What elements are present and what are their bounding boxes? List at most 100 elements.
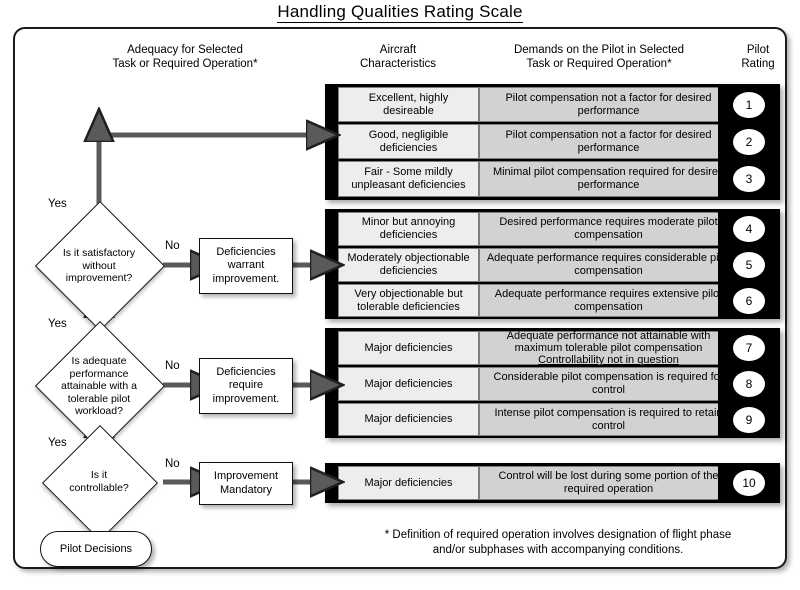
column-header-adequacy-line1: Adequacy for Selected	[127, 44, 243, 56]
pilot-rating-badge: 7	[733, 335, 765, 361]
column-header-demands: Demands on the Pilot in Selected Task or…	[468, 43, 730, 71]
pilot-demand-line1: Adequate performance not attainable with	[506, 330, 711, 342]
action-require-line2: require	[228, 379, 264, 392]
pilot-rating-badge: 9	[733, 406, 765, 433]
aircraft-characteristic: Very objectionable but tolerable deficie…	[338, 284, 479, 317]
pilot-demand: Adequate performance requires extensive …	[479, 284, 738, 317]
aircraft-characteristic: Good, negligible deficiencies	[338, 124, 479, 159]
action-require-line1: Deficiencies	[216, 365, 276, 378]
column-header-aircraft: Aircraft Characteristics	[333, 43, 463, 71]
label-no-3: No	[165, 458, 180, 470]
decision-adequate-line1: Is adequate	[71, 355, 127, 367]
decision-satisfactory-line3: improvement?	[65, 272, 133, 284]
action-mandatory-line1: Improvement	[213, 470, 279, 482]
decision-controllable-line1: Is it	[90, 469, 108, 481]
action-mandatory-line2: Mandatory	[220, 483, 272, 496]
action-deficiencies-require: Deficiencies require improvement.	[199, 358, 293, 414]
pilot-demand: Considerable pilot compensation is requi…	[479, 367, 738, 401]
pilot-rating-cell: 5	[718, 248, 780, 282]
column-header-adequacy-line2: Task or Required Operation*	[112, 58, 258, 70]
label-no-2: No	[165, 360, 180, 372]
column-header-demands-line1: Demands on the Pilot in Selected	[513, 44, 685, 56]
aircraft-characteristic: Excellent, highly desireable	[338, 87, 479, 122]
pilot-demand: Pilot compensation not a factor for desi…	[479, 87, 738, 122]
pilot-rating-badge: 8	[733, 371, 765, 397]
pilot-demand: Adequate performance not attainable with…	[479, 330, 738, 366]
pilot-demand: Adequate performance requires considerab…	[479, 248, 738, 282]
table-row: Excellent, highly desireable Pilot compe…	[338, 87, 777, 122]
pilot-rating-badge: 3	[733, 166, 765, 192]
pilot-rating-cell: 8	[718, 367, 780, 401]
decision-adequate-line2: performance	[69, 367, 129, 380]
label-yes-2: Yes	[48, 318, 67, 330]
column-header-aircraft-line1: Aircraft	[379, 44, 417, 56]
label-no-1: No	[165, 240, 180, 252]
decision-satisfactory-line2: without	[82, 259, 116, 272]
column-header-pilot-line1: Pilot	[746, 44, 770, 56]
table-row: Major deficiencies Adequate performance …	[338, 330, 777, 366]
aircraft-characteristic: Fair - Some mildly unpleasant deficienci…	[338, 161, 479, 197]
table-row: Moderately objectionable deficiencies Ad…	[338, 248, 777, 282]
decision-controllable-line2: controllable?	[69, 481, 129, 494]
decision-adequate-line5: workload?	[75, 405, 123, 417]
column-header-aircraft-line2: Characteristics	[359, 58, 437, 70]
table-row: Fair - Some mildly unpleasant deficienci…	[338, 161, 777, 197]
pilot-rating-badge: 1	[733, 91, 765, 118]
pilot-rating-badge: 4	[733, 216, 765, 242]
pilot-rating-cell: 10	[718, 466, 780, 500]
table-row: Good, negligible deficiencies Pilot comp…	[338, 124, 777, 159]
pilot-demand: Desired performance requires moderate pi…	[479, 212, 738, 246]
action-deficiencies-warrant: Deficiencies warrant improvement.	[199, 238, 293, 294]
action-warrant-line1: Deficiencies	[216, 245, 276, 258]
aircraft-characteristic: Minor but annoying deficiencies	[338, 212, 479, 246]
pilot-rating-badge: 5	[733, 252, 765, 278]
action-warrant-line3: improvement.	[212, 272, 280, 285]
pilot-demand: Intense pilot compensation is required t…	[479, 403, 738, 436]
pilot-rating-cell: 6	[718, 284, 780, 317]
footnote: * Definition of required operation invol…	[368, 528, 748, 558]
footnote-line2: and/or subphases with accompanying condi…	[432, 544, 684, 556]
table-row: Very objectionable but tolerable deficie…	[338, 284, 777, 317]
pilot-demand: Pilot compensation not a factor for desi…	[479, 124, 738, 159]
page-title: Handling Qualities Rating Scale	[0, 2, 800, 23]
table-row: Minor but annoying deficiencies Desired …	[338, 212, 777, 246]
pilot-demand-line3: Controllability not in question	[538, 354, 679, 366]
label-yes-1: Yes	[48, 198, 67, 210]
pilot-demand: Control will be lost during some portion…	[479, 466, 738, 500]
pilot-rating-badge: 6	[733, 287, 765, 314]
action-require-line3: improvement.	[212, 392, 280, 405]
start-pilot-decisions: Pilot Decisions	[40, 531, 152, 567]
decision-satisfactory-line1: Is it satisfactory	[62, 247, 136, 259]
aircraft-characteristic: Moderately objectionable deficiencies	[338, 248, 479, 282]
footnote-line1: * Definition of required operation invol…	[384, 529, 732, 541]
aircraft-characteristic: Major deficiencies	[338, 466, 479, 500]
rating-group-4-6: Minor but annoying deficiencies Desired …	[325, 209, 780, 319]
decision-satisfactory-label: Is it satisfactory without improvement?	[44, 247, 154, 285]
table-row: Major deficiencies Considerable pilot co…	[338, 367, 777, 401]
rating-group-1-3: Excellent, highly desireable Pilot compe…	[325, 84, 780, 200]
pilot-rating-cell: 4	[718, 212, 780, 246]
aircraft-characteristic: Major deficiencies	[338, 367, 479, 401]
action-improvement-mandatory: Improvement Mandatory	[199, 462, 293, 505]
column-header-pilot-rating: Pilot Rating	[730, 43, 786, 71]
decision-adequate-line4: tolerable pilot	[67, 392, 131, 405]
pilot-rating-cell: 2	[718, 124, 780, 159]
aircraft-characteristic: Major deficiencies	[338, 331, 479, 365]
pilot-demand: Minimal pilot compensation required for …	[479, 161, 738, 197]
label-yes-3: Yes	[48, 437, 67, 449]
pilot-rating-cell: 3	[718, 161, 780, 197]
decision-controllable-label: Is it controllable?	[44, 469, 154, 494]
aircraft-characteristic: Major deficiencies	[338, 403, 479, 436]
pilot-rating-cell: 1	[718, 87, 780, 122]
table-row: Major deficiencies Control will be lost …	[338, 466, 777, 500]
decision-adequate-performance-label: Is adequate performance attainable with …	[40, 355, 158, 418]
column-header-demands-line2: Task or Required Operation*	[526, 58, 672, 70]
table-row: Major deficiencies Intense pilot compens…	[338, 403, 777, 436]
column-header-pilot-line2: Rating	[741, 58, 775, 70]
rating-group-10: Major deficiencies Control will be lost …	[325, 463, 780, 503]
pilot-demand-line2: maximum tolerable pilot compensation	[514, 342, 703, 354]
column-header-adequacy: Adequacy for Selected Task or Required O…	[45, 43, 325, 71]
action-warrant-line2: warrant	[227, 259, 265, 272]
pilot-rating-badge: 2	[733, 128, 765, 155]
pilot-rating-cell: 9	[718, 403, 780, 436]
